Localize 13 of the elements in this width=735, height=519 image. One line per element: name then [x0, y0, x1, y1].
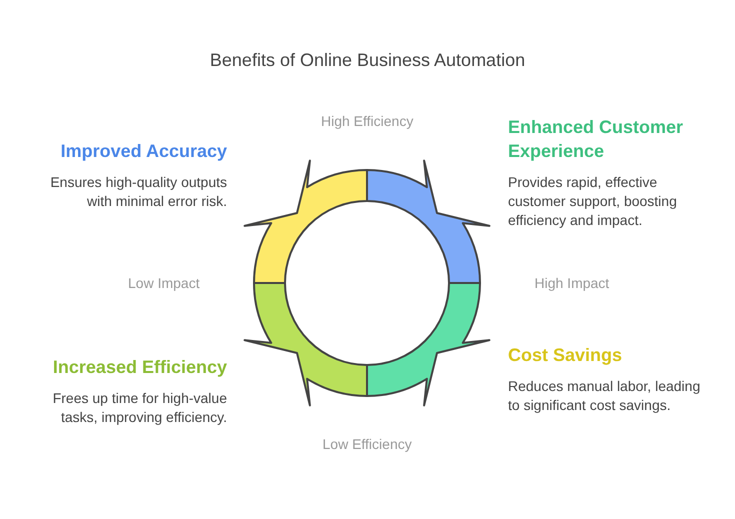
benefit-heading: Enhanced Customer Experience: [508, 116, 684, 163]
diagram-title: Benefits of Online Business Automation: [208, 50, 526, 71]
benefit-description: Ensures high-quality outputs with minimal error risk.: [49, 173, 227, 211]
benefit-heading: Increased Efficiency: [52, 356, 227, 379]
axis-label: Low Efficiency: [322, 436, 412, 452]
benefit-heading: Cost Savings: [508, 344, 624, 367]
axis-label: High Impact: [534, 275, 610, 291]
benefit-description: Reduces manual labor, leading to significant cost savings.: [508, 377, 702, 415]
benefit-description: Provides rapid, effective customer support, boosting efficiency and impact.: [508, 173, 678, 230]
axis-label: Low Impact: [128, 275, 200, 291]
benefit-description: Frees up time for high-value tasks, improving efficiency.: [52, 389, 227, 427]
axis-label: High Efficiency: [321, 113, 414, 129]
benefit-heading: Improved Accuracy: [60, 140, 227, 163]
